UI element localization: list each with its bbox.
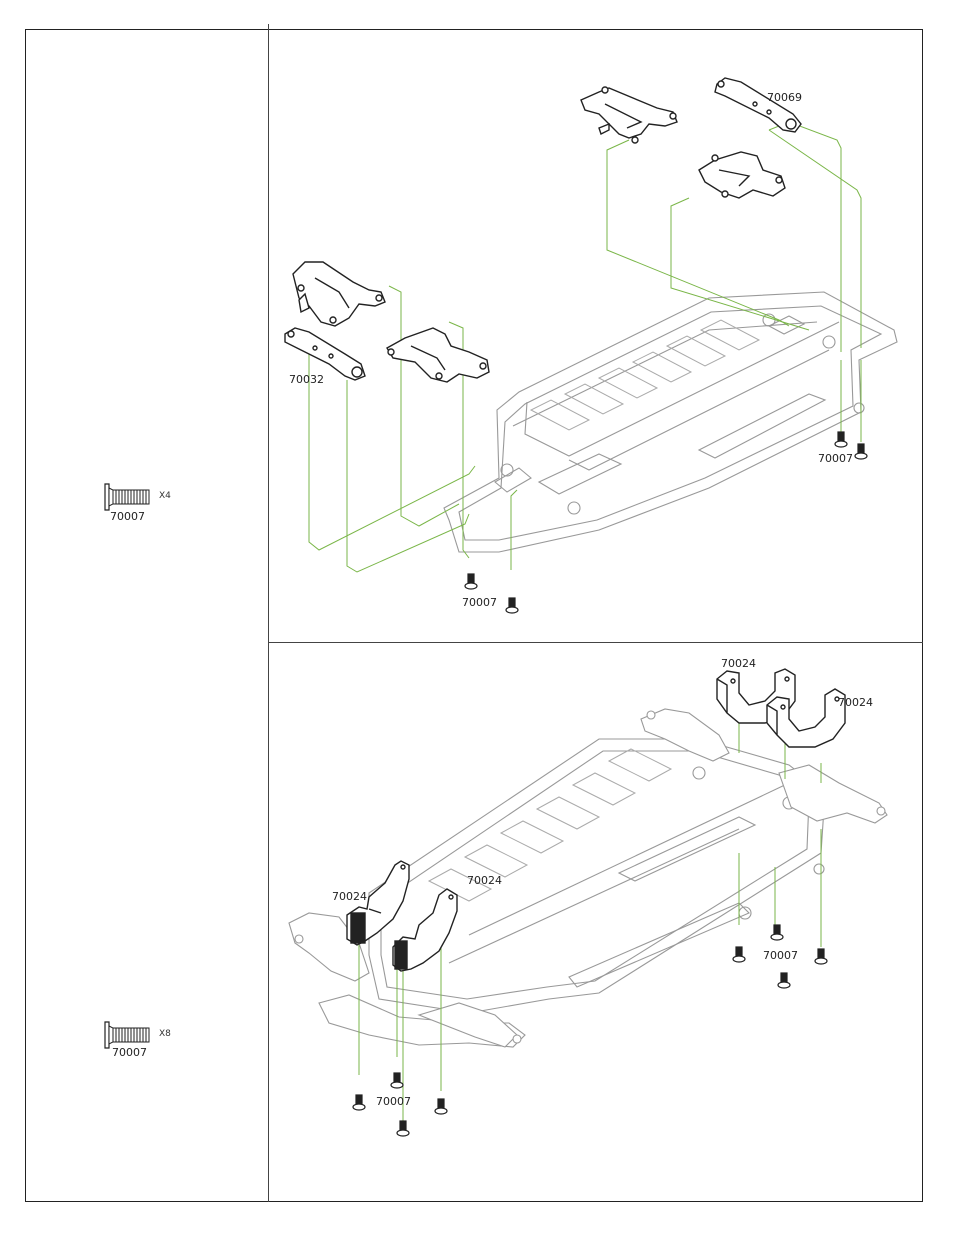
step1-parts-quantity: X4 <box>159 491 171 501</box>
label-rear-screws: 70007 <box>763 949 798 962</box>
screw-rear-c <box>777 972 791 989</box>
step2-parts-list: X8 70007 <box>26 1018 268 1078</box>
screw-front-a <box>464 573 478 590</box>
label-rear-brace: 70069 <box>767 91 802 104</box>
step2-parts-quantity: X8 <box>159 1029 171 1039</box>
rear-lower-arm-left <box>580 86 678 144</box>
screw-front-d <box>434 1098 448 1115</box>
screw-front-b <box>505 597 519 614</box>
chassis-plate <box>443 291 898 553</box>
label-rear-mount-b: 70024 <box>838 696 873 709</box>
label-front-mount-a: 70024 <box>332 890 367 903</box>
front-mount-a <box>346 860 410 946</box>
screw-front-c <box>396 1120 410 1137</box>
label-rear-screws: 70007 <box>818 452 853 465</box>
chassis-plate <box>368 738 826 1014</box>
front-lower-arm-top <box>292 261 386 327</box>
screw-front-a <box>352 1094 366 1111</box>
label-front-screws: 70007 <box>376 1095 411 1108</box>
flat-head-screw-icon <box>104 1021 150 1049</box>
rear-brace-part <box>714 77 802 133</box>
screw-front-b <box>390 1072 404 1089</box>
page-frame <box>25 29 923 1202</box>
step1-parts-list: X4 70007 <box>26 480 268 540</box>
front-mount-b <box>392 888 458 972</box>
label-front-mount-b: 70024 <box>467 874 502 887</box>
screw-rear-d <box>814 948 828 965</box>
step2-parts-number: 70007 <box>112 1046 147 1059</box>
step2-assembly-diagram: 70024 70024 70024 70024 70007 70007 <box>269 643 922 1201</box>
flat-head-screw-icon <box>104 483 150 511</box>
screw-rear-a <box>732 946 746 963</box>
step1-parts-number: 70007 <box>110 510 145 523</box>
screw-rear-b <box>854 443 868 460</box>
screw-rear-b <box>770 924 784 941</box>
label-front-brace: 70032 <box>289 373 324 386</box>
rear-suspension-assembly <box>640 708 888 824</box>
label-front-screws: 70007 <box>462 596 497 609</box>
step-divider <box>268 642 923 643</box>
label-rear-mount-a: 70024 <box>721 657 756 670</box>
column-divider <box>268 24 269 1202</box>
front-brace-part <box>284 327 366 381</box>
front-suspension-assembly <box>288 912 526 1048</box>
rear-mount-b <box>766 688 846 748</box>
rear-lower-arm-right <box>698 151 786 199</box>
step1-assembly-diagram: 70069 70032 70007 70007 <box>269 30 922 642</box>
screw-rear-a <box>834 431 848 448</box>
step1-illustration <box>284 77 898 614</box>
step2-illustration <box>288 668 888 1137</box>
front-lower-arm-bottom <box>386 327 490 383</box>
